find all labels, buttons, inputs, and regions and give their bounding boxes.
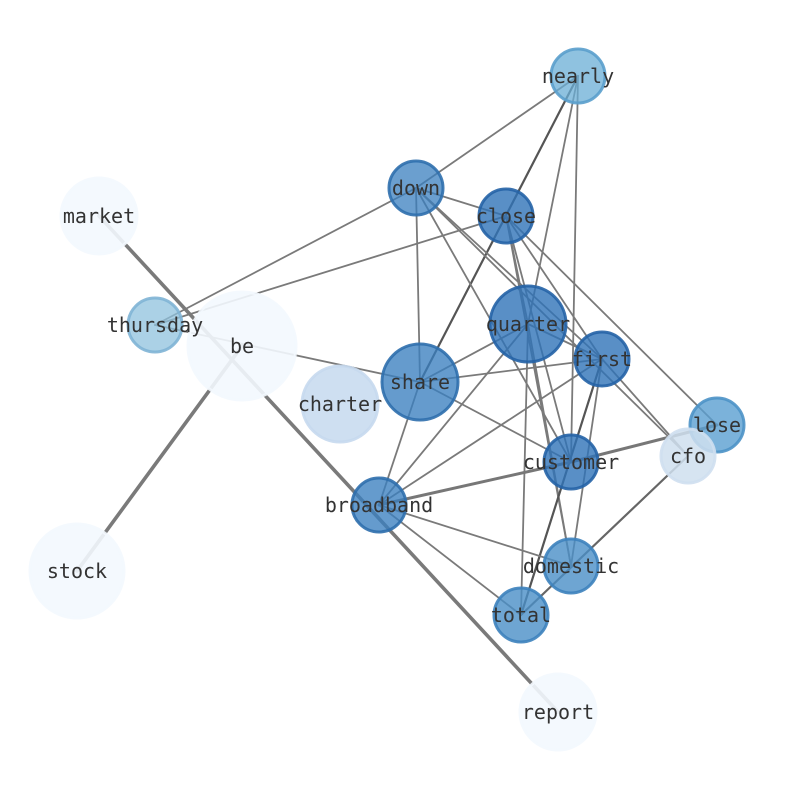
node-close[interactable] xyxy=(477,187,535,245)
node-label-report: report xyxy=(522,700,594,724)
graph-labels: nearly down close market thursday be quarterfi… xyxy=(47,64,741,724)
node-thursday[interactable] xyxy=(126,296,184,354)
node-label-down: down xyxy=(392,176,440,200)
node-label-cfo: cfo xyxy=(670,444,706,468)
node-nearly[interactable] xyxy=(549,47,607,105)
node-label-be: be xyxy=(230,334,254,358)
edge-quarter-total xyxy=(520,323,529,616)
edge-first-broadband xyxy=(378,358,603,506)
node-quarter[interactable] xyxy=(488,284,568,364)
node-domestic[interactable] xyxy=(542,537,600,595)
edge-close-lose xyxy=(505,215,718,426)
node-cfo[interactable] xyxy=(659,427,717,485)
node-label-thursday: thursday xyxy=(107,313,203,337)
node-label-domestic: domestic xyxy=(523,554,619,578)
edge-nearly-quarter xyxy=(527,75,579,325)
edge-down-first xyxy=(415,187,603,360)
node-label-customer: customer xyxy=(523,450,619,474)
node-down[interactable] xyxy=(387,159,445,217)
edge-broadband-total xyxy=(378,504,522,616)
node-label-lose: lose xyxy=(693,413,741,437)
node-report[interactable] xyxy=(518,672,598,752)
edge-market-report xyxy=(97,214,560,714)
node-label-stock: stock xyxy=(47,559,107,583)
node-customer[interactable] xyxy=(542,433,600,491)
node-total[interactable] xyxy=(492,586,550,644)
node-label-share: share xyxy=(390,370,450,394)
edge-close-first xyxy=(505,215,603,360)
edge-cfo-total xyxy=(519,454,690,617)
edge-broadband-domestic xyxy=(378,504,572,567)
node-share[interactable] xyxy=(380,342,460,422)
node-broadband[interactable] xyxy=(350,476,408,534)
edge-customer-broadband xyxy=(377,460,573,507)
node-be[interactable] xyxy=(186,290,298,402)
node-label-total: total xyxy=(491,603,551,627)
node-label-nearly: nearly xyxy=(542,64,614,88)
node-label-charter: charter xyxy=(298,392,382,416)
graph-nodes xyxy=(28,47,746,752)
node-charter[interactable] xyxy=(300,364,380,444)
node-label-market: market xyxy=(63,204,135,228)
node-market[interactable] xyxy=(59,176,139,256)
node-label-first: first xyxy=(572,347,632,371)
edge-nearly-down xyxy=(415,75,579,189)
edge-down-thursday xyxy=(154,187,417,326)
node-stock[interactable] xyxy=(28,522,126,620)
edge-nearly-customer xyxy=(570,75,579,463)
node-first[interactable] xyxy=(573,330,631,388)
node-label-close: close xyxy=(476,204,536,228)
node-label-broadband: broadband xyxy=(325,493,433,517)
node-label-quarter: quarter xyxy=(486,312,570,336)
